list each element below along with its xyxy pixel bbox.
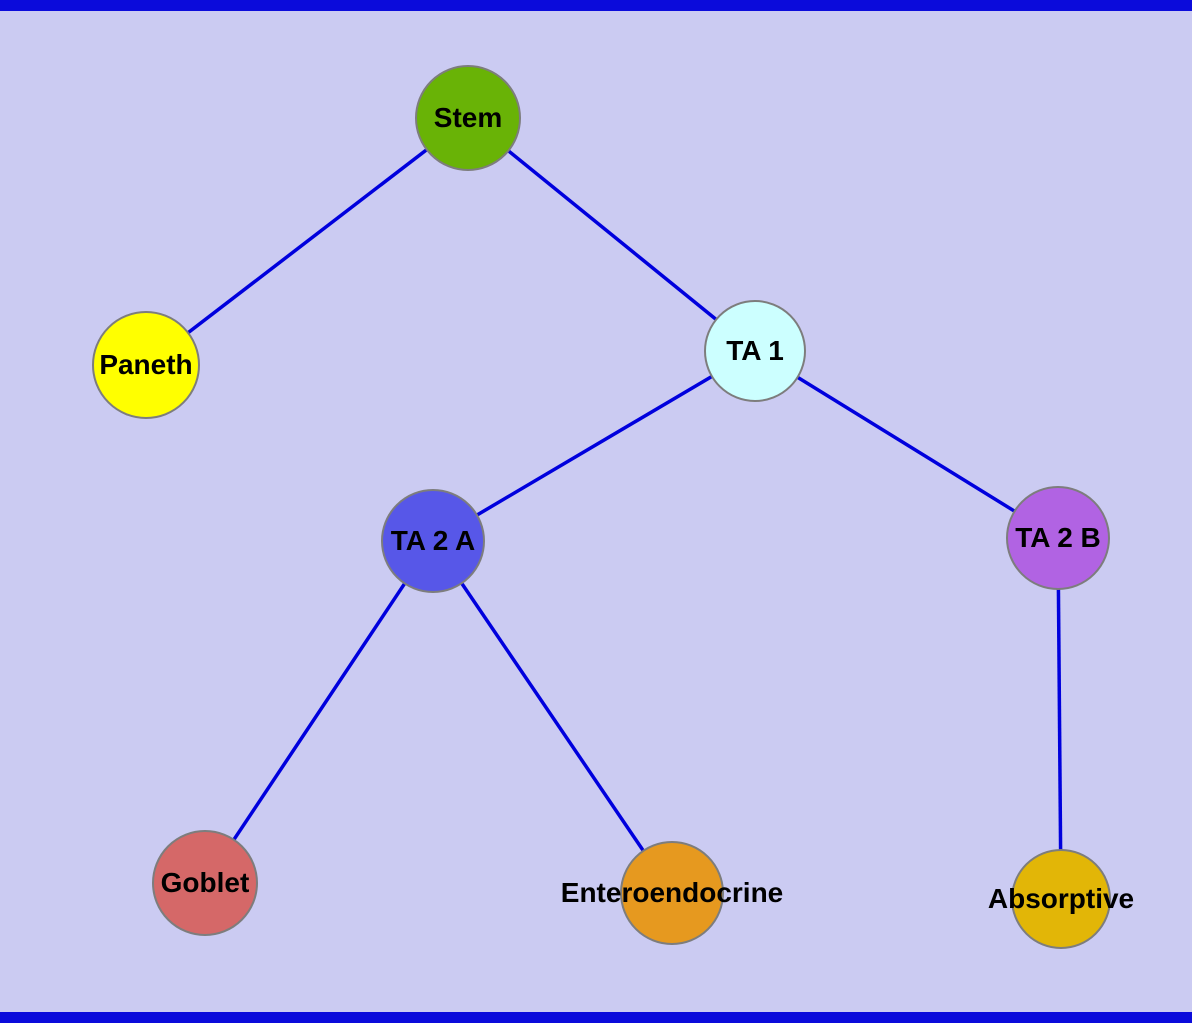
edge-ta-1-to-ta-2-b[interactable] xyxy=(754,349,1059,540)
edge-ta-2-a-to-goblet[interactable] xyxy=(203,540,435,884)
node-label-paneth: Paneth xyxy=(99,349,193,380)
node-absorptive[interactable]: Absorptive xyxy=(988,849,1134,949)
edge-ta-2-a-to-enteroendocrine[interactable] xyxy=(431,540,674,894)
node-label-ta-2-b: TA 2 B xyxy=(1015,522,1101,553)
node-ta-2-b[interactable]: TA 2 B xyxy=(1006,486,1110,590)
node-goblet[interactable]: Goblet xyxy=(152,830,258,936)
node-ta-2-a[interactable]: TA 2 A xyxy=(381,489,485,593)
node-label-goblet: Goblet xyxy=(160,867,250,898)
edge-stem-to-paneth[interactable] xyxy=(144,116,470,367)
edge-stem-to-ta-1[interactable] xyxy=(466,116,757,353)
canvas-frame-bottom xyxy=(0,1012,1192,1023)
node-ta-1[interactable]: TA 1 xyxy=(704,300,806,402)
node-paneth[interactable]: Paneth xyxy=(92,311,200,419)
node-enteroendocrine[interactable]: Enteroendocrine xyxy=(561,841,783,945)
node-label-stem: Stem xyxy=(433,102,503,133)
edge-ta-2-b-to-absorptive[interactable] xyxy=(1056,537,1063,900)
node-stem[interactable]: Stem xyxy=(415,65,521,171)
node-label-ta-2-a: TA 2 A xyxy=(390,525,476,556)
canvas-frame-top xyxy=(0,0,1192,11)
edge-ta-1-to-ta-2-a[interactable] xyxy=(432,349,756,543)
node-label-ta-1: TA 1 xyxy=(726,335,784,366)
